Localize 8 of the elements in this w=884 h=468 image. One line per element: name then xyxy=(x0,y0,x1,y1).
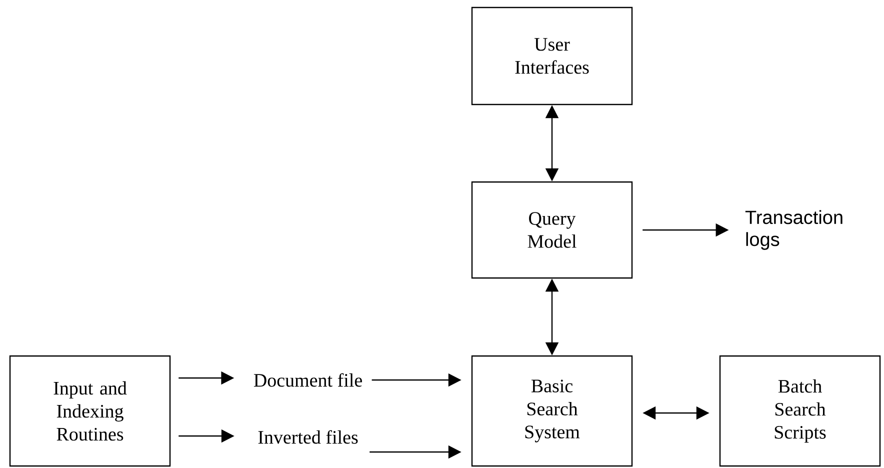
process-box: Batch Search Scripts xyxy=(719,355,881,467)
process-box: Query Model xyxy=(471,181,633,279)
text-label: Document file xyxy=(254,373,362,387)
process-box: Basic Search System xyxy=(471,355,633,467)
process-box: User Interfaces xyxy=(471,6,633,106)
text-label: Inverted files xyxy=(258,430,358,444)
text-label: Transaction logs xyxy=(745,210,842,250)
process-box: Input and Indexing Routines xyxy=(9,355,171,467)
